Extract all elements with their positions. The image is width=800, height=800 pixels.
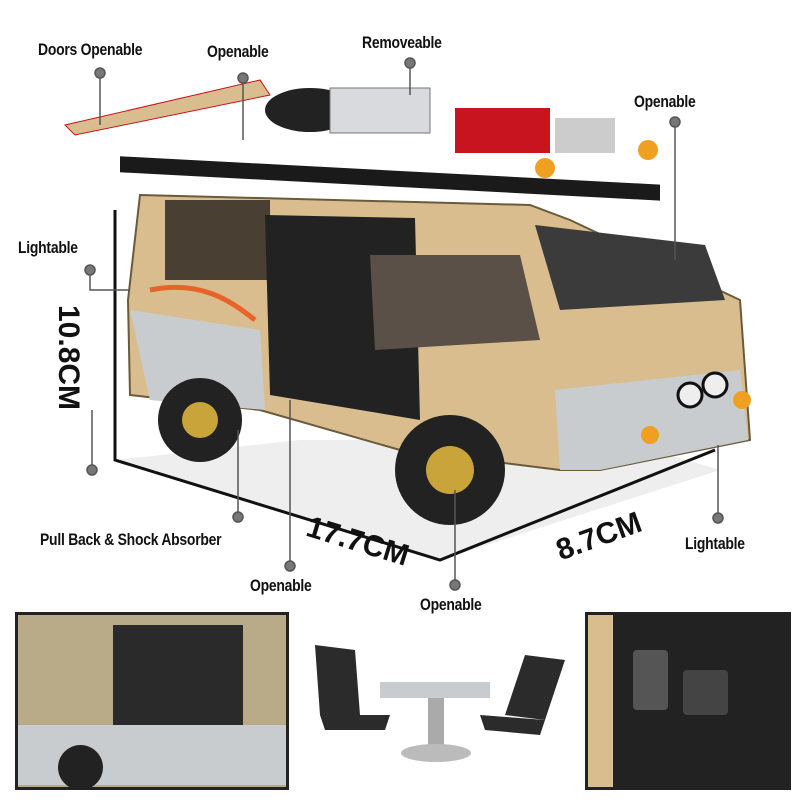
label-bottom-openable: Openable [420,595,482,614]
callout-markers [84,57,724,591]
label-doors-openable: Doors Openable [38,40,143,59]
label-lightable-right: Lightable [685,534,745,553]
height-dimension: 10.8CM [52,305,85,411]
label-pull-back: Pull Back & Shock Absorber [40,530,222,549]
inset-interior-view [585,612,791,790]
label-front-openable: Openable [634,92,696,111]
label-side-openable: Openable [250,576,312,595]
label-roof-openable: Openable [207,42,269,61]
dimension-line [113,210,716,562]
inset-camping-furniture [300,620,570,780]
label-lightable-left: Lightable [18,238,78,257]
label-removeable: Removeable [362,33,442,52]
inset-rear-view [15,612,289,790]
